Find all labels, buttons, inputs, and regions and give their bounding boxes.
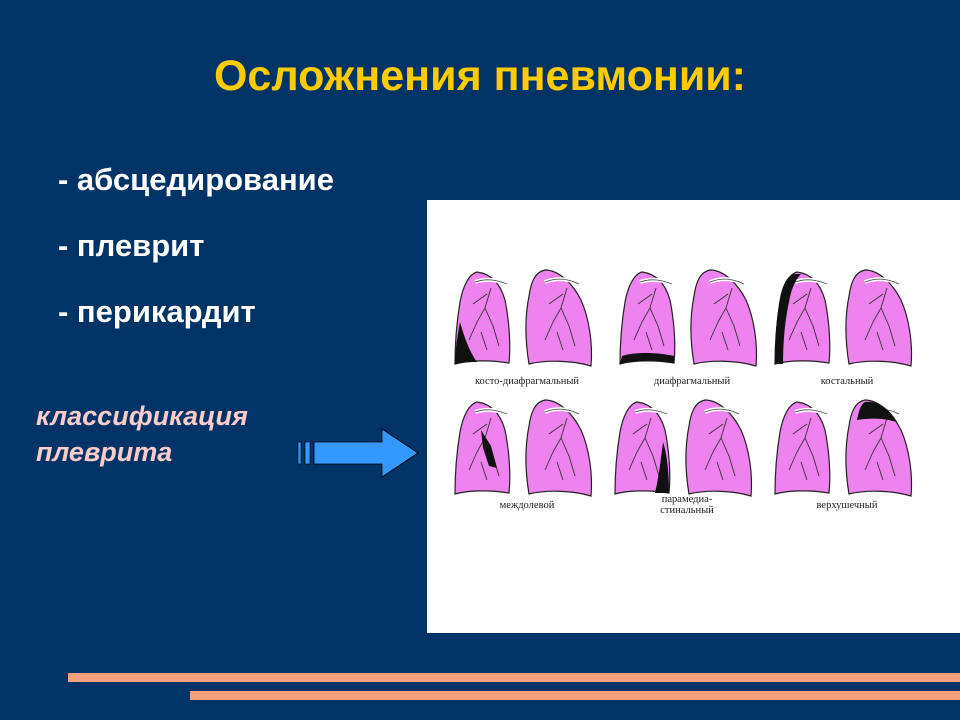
lung-diagram-caption: косто-диафрагмальный	[474, 376, 580, 387]
lung-diagram-caption: костальный	[820, 376, 874, 387]
pleurisy-types-figure: косто-диафрагмальный диафрагмальный кост…	[427, 200, 960, 633]
lungs-icon	[774, 269, 913, 367]
lungs-icon	[619, 269, 758, 367]
lung-diagram-caption: верхушечный	[816, 500, 878, 511]
pleurisy-classification-note: классификация плеврита	[36, 398, 248, 470]
lung-diagram-interlobar: междолевой	[447, 390, 607, 520]
lung-diagram-caption: диафрагмальный	[653, 376, 731, 387]
lungs-icon	[774, 399, 913, 497]
right-arrow-icon	[297, 428, 419, 478]
lungs-icon	[454, 399, 593, 497]
note-line-2: плеврита	[36, 437, 173, 467]
bullet-abscess: - абсцедирование	[58, 162, 334, 197]
lung-diagram-diaphragmatic: диафрагмальный	[612, 260, 772, 390]
complication-list: - абсцедирование - плеврит - перикардит	[58, 158, 334, 356]
lungs-icon	[614, 399, 753, 497]
bullet-pericarditis: - перикардит	[58, 294, 256, 329]
accent-bar-top	[68, 673, 960, 682]
lung-diagram-costophrenic: косто-диафрагмальный	[447, 260, 607, 390]
bullet-pleurisy: - плеврит	[58, 228, 205, 263]
slide-title: Осложнения пневмонии:	[213, 52, 747, 100]
lung-diagram-paramediastinal: парамедиа- стинальный	[607, 390, 767, 520]
lung-diagram-costal: костальный	[767, 260, 927, 390]
accent-bar-bottom	[190, 691, 960, 700]
lung-diagram-caption: междолевой	[499, 500, 555, 511]
lungs-icon	[454, 269, 593, 367]
note-line-1: классификация	[36, 401, 248, 431]
lung-diagram-caption: парамедиа- стинальный	[660, 494, 714, 516]
lung-diagram-apical: верхушечный	[767, 390, 927, 520]
